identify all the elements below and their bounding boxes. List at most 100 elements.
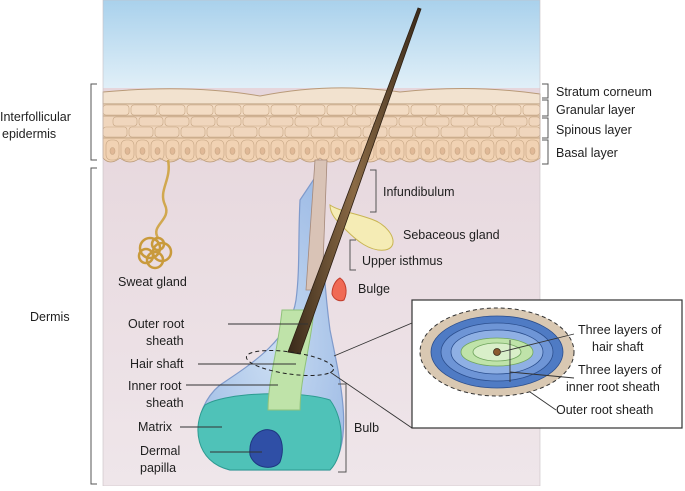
epidermal-cell [164, 116, 190, 127]
basal-cell-nucleus [109, 147, 116, 155]
inner-root-sheath-label-line2: sheath [146, 396, 184, 410]
inset-ors-label: Outer root sheath [556, 403, 653, 417]
matrix-label: Matrix [138, 420, 173, 434]
inset-irs-label-line1: Three layers of [578, 363, 662, 377]
basal-cell-nucleus [484, 147, 491, 155]
hair-shaft-shape [287, 7, 422, 355]
epidermal-cell [326, 104, 354, 116]
bulge-label: Bulge [358, 282, 390, 296]
epidermal-cell [242, 116, 268, 127]
basal-cell [255, 139, 270, 161]
epidermal-cells [102, 104, 541, 161]
epidermal-cell [450, 116, 476, 127]
basal-cell-nucleus [169, 147, 176, 155]
granular-layer-bracket [542, 99, 549, 117]
basal-cell [285, 139, 300, 161]
basal-cell [495, 139, 510, 161]
outer-root-sheath-label-line2: sheath [146, 334, 184, 348]
epidermal-cell [424, 116, 450, 127]
basal-cell-nucleus [139, 147, 146, 155]
epidermal-cell [206, 126, 232, 138]
epidermal-cell [270, 104, 298, 116]
epidermal-cell [438, 104, 466, 116]
inner-root-sheath-label-line1: Inner root [128, 379, 182, 393]
cross-section-marker [245, 350, 335, 376]
epidermal-cell [466, 126, 492, 138]
basal-cell-nucleus [214, 147, 221, 155]
inset-medulla [493, 348, 501, 356]
infundibulum-label: Infundibulum [383, 185, 455, 199]
labels: Interfollicular epidermis Dermis Stratum… [0, 85, 662, 475]
epidermal-cell [466, 104, 494, 116]
inset-hair-shaft-leader [500, 333, 575, 353]
basal-cell [435, 139, 450, 161]
basal-cell [240, 139, 255, 161]
basal-cell-nucleus [199, 147, 206, 155]
basal-cell-nucleus [289, 147, 296, 155]
epidermal-cell [154, 126, 180, 138]
basal-cell [165, 139, 180, 161]
basal-cell-nucleus [334, 147, 341, 155]
inset-hair-shaft-label-line1: Three layers of [578, 323, 662, 337]
epidermis-bracket [90, 83, 97, 161]
cross-section-inset [411, 299, 683, 429]
epidermal-cell [294, 116, 320, 127]
epidermal-cell [242, 104, 270, 116]
inset-connector-bottom [329, 371, 413, 429]
epidermal-cell [130, 104, 158, 116]
interfollicular-label-line1: Interfollicular [0, 110, 71, 124]
infundibulum-bracket [370, 169, 377, 213]
upper-isthmus-bracket [349, 239, 356, 271]
epidermal-cell [440, 126, 466, 138]
epidermal-cell [180, 126, 206, 138]
basal-layer-bracket [542, 139, 549, 165]
epidermal-cell [346, 116, 372, 127]
basal-cell [345, 139, 360, 161]
dermal-papilla-label-line2: papilla [140, 461, 176, 475]
interfollicular-label-line2: epidermis [2, 127, 56, 141]
stratum-corneum-bracket [542, 83, 549, 99]
leader-lines [180, 322, 413, 453]
outer-root-sheath-label-line1: Outer root [128, 317, 185, 331]
epidermal-cell [284, 126, 310, 138]
inset-connector-top [333, 322, 413, 357]
upper-isthmus-label: Upper isthmus [362, 254, 443, 268]
basal-cell [135, 139, 150, 161]
left-brackets [90, 83, 97, 485]
epidermal-cell [268, 116, 294, 127]
basal-cell [105, 139, 120, 161]
basal-cell-nucleus [244, 147, 251, 155]
basal-cell [390, 139, 405, 161]
basal-cell-nucleus [394, 147, 401, 155]
dermis-bracket [90, 167, 97, 485]
epidermal-cell [186, 104, 214, 116]
basal-cell [480, 139, 495, 161]
epidermal-cell [502, 116, 528, 127]
bulge-shape [331, 277, 347, 302]
basal-cell [465, 139, 480, 161]
inset-leaders [500, 333, 575, 411]
basal-cell [225, 139, 240, 161]
epidermal-cell [336, 126, 362, 138]
epidermal-cell [138, 116, 164, 127]
basal-cell-nucleus [379, 147, 386, 155]
basal-cell [405, 139, 420, 161]
basal-cell-nucleus [349, 147, 356, 155]
epidermal-cell [494, 104, 522, 116]
dermal-papilla-label-line1: Dermal [140, 444, 180, 458]
basal-cell-nucleus [409, 147, 416, 155]
epidermal-cell [410, 104, 438, 116]
epidermal-cell [158, 104, 186, 116]
basal-cell-nucleus [154, 147, 161, 155]
bulb-label: Bulb [354, 421, 379, 435]
basal-cell [330, 139, 345, 161]
epidermal-cell [190, 116, 216, 127]
spinous-layer-bracket [542, 117, 549, 139]
basal-cell [510, 139, 525, 161]
inset-irs-leader [509, 371, 575, 379]
dermis-label: Dermis [30, 310, 70, 324]
inset-ors-leader [529, 391, 557, 411]
epidermal-cell [112, 116, 138, 127]
dermal-papilla-shape [249, 429, 283, 468]
